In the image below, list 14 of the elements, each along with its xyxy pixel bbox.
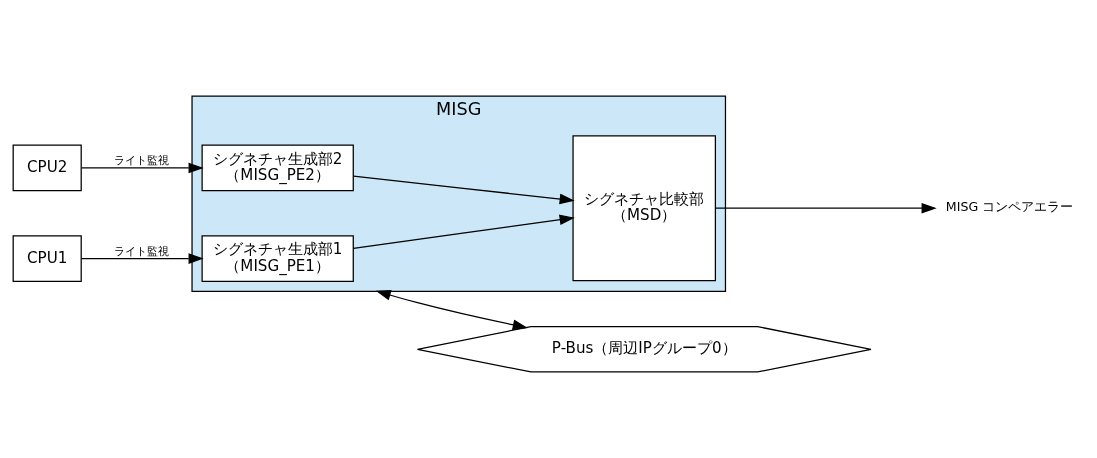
node-box: シグネチャ比較部 （MSD） — [572, 135, 716, 282]
arrow — [80, 162, 204, 174]
node-box: CPU1 — [12, 235, 82, 282]
arrow — [352, 175, 575, 205]
arrow — [80, 253, 204, 264]
edge-label: ライト監視 — [114, 153, 170, 168]
node-text: MISG コンペアエラー — [945, 199, 1074, 215]
node-box: シグネチャ生成部1 （MISG_PE1） — [201, 235, 354, 282]
node-box: シグネチャ生成部2 （MISG_PE2） — [201, 144, 354, 192]
arrow — [352, 214, 575, 249]
arrow — [375, 290, 528, 331]
node-box: CPU2 — [12, 144, 82, 192]
arrow — [714, 202, 937, 214]
edge-label: ライト監視 — [114, 244, 170, 259]
